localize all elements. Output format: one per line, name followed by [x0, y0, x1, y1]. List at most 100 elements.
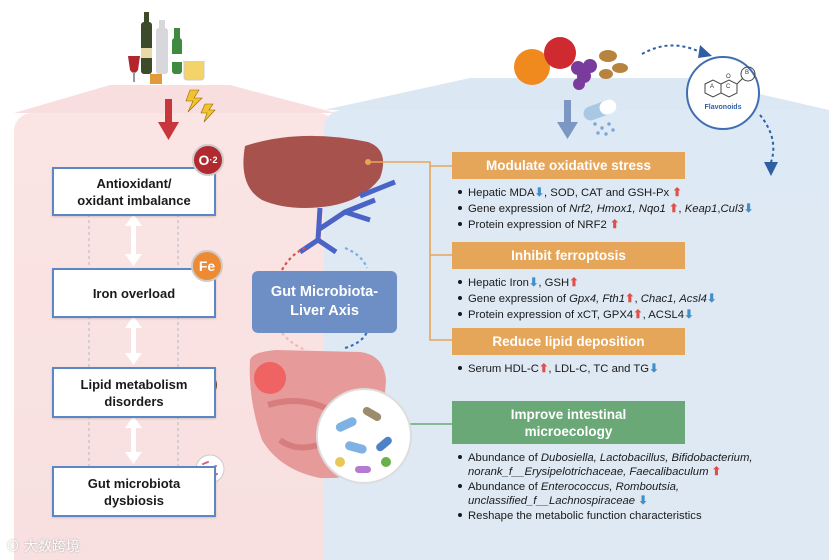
down-arrow-icon: ⬇: [684, 309, 694, 321]
bullet-text: , ACSL4: [642, 309, 685, 321]
up-arrow-icon: ⬆: [625, 293, 635, 305]
watermark-text: 大数跨境: [23, 538, 80, 554]
up-arrow-icon: ⬆: [672, 187, 682, 199]
gene-names: Cul3: [720, 203, 744, 215]
lightning-icon: [185, 89, 216, 123]
bullet-ferroptosis-1: Hepatic Iron⬇, GSH⬆: [458, 276, 579, 291]
box-line: Lipid metabolism: [80, 376, 188, 392]
gene-names: Keap1: [684, 203, 718, 215]
box-line: oxidant imbalance: [77, 192, 191, 208]
arrow-head: [764, 162, 778, 176]
badge-sub: 2: [212, 155, 218, 165]
up-arrow-icon: ⬆: [633, 309, 643, 321]
gene-names: Chac1, Acsl4: [640, 293, 707, 305]
up-arrow-icon: ⬆: [569, 277, 579, 289]
bullet-text: Abundance of: [468, 481, 541, 493]
bullet-text: Hepatic MDA: [468, 187, 535, 199]
bullet-text: Serum HDL-C: [468, 363, 539, 375]
superoxide-badge-icon: O·2: [192, 144, 224, 176]
double-arrows: [125, 214, 142, 464]
bullet-text: Gene expression of: [468, 203, 570, 215]
gut-liver-axis-box: Gut Microbiota- Liver Axis: [252, 271, 397, 333]
down-arrow-icon: ⬇: [649, 363, 659, 375]
bullet-text: Protein expression of xCT, GPX4: [468, 309, 634, 321]
box-line: Antioxidant/: [96, 175, 172, 191]
capsule-icon: [583, 99, 617, 136]
box-iron-overload: Iron overload: [52, 268, 216, 318]
bacteria-icons: [335, 407, 392, 473]
iron-badge-icon: Fe: [191, 250, 223, 282]
bullet-microecology-1-cont: norank_f__Erysipelotrichaceae, Faecaliba…: [468, 465, 721, 480]
liver-icon: [243, 135, 384, 208]
axis-line: Liver Axis: [290, 303, 359, 319]
taxa-names: Enterococcus, Romboutsia,: [540, 481, 680, 493]
bullet-oxidative-3: Protein expression of NRF2 ⬆: [458, 218, 619, 233]
taxa-names: Dubosiella, Lactobacillus, Bifidobacteri…: [540, 452, 753, 464]
bullet-oxidative-1: Hepatic MDA⬇, SOD, CAT and GSH-Px ⬆: [458, 186, 682, 201]
flavonoids-label: Flavonoids: [704, 104, 742, 111]
up-arrow-icon: ⬆: [711, 466, 722, 478]
bullet-text: ,: [634, 293, 641, 305]
bullet-ferroptosis-3: Protein expression of xCT, GPX4⬆, ACSL4⬇: [458, 308, 694, 323]
axis-cycle-arrows: [281, 246, 369, 351]
bullet-text: ,: [678, 203, 685, 215]
left-funnel: [14, 85, 336, 113]
header-oxidative-stress: Modulate oxidative stress: [452, 152, 685, 179]
header-line: Improve intestinal: [510, 406, 627, 422]
bullet-text: Gene expression of: [468, 293, 570, 305]
bullet-text: Abundance of: [468, 452, 541, 464]
down-arrow-icon: ⬇: [528, 277, 539, 289]
badge-super: ·: [209, 155, 213, 165]
bullet-text: Hepatic Iron: [468, 277, 529, 289]
header-intestinal-microecology: Improve intestinal microecology: [452, 401, 685, 444]
flavonoid-structure-icon: [686, 56, 760, 130]
arrow-head: [698, 45, 712, 58]
taxa-names: unclassified_f__Lachnospiraceae: [468, 495, 636, 507]
red-down-arrow: [158, 99, 179, 140]
left-dashed-guides: [88, 214, 179, 466]
gene-names: Nrf2, Hmox1, Nqo1: [569, 203, 666, 215]
up-arrow-icon: ⬆: [668, 203, 679, 215]
badge-text: Fe: [198, 258, 216, 274]
blue-down-arrow: [557, 100, 578, 139]
badge-text: O: [198, 152, 210, 168]
down-arrow-icon: ⬇: [638, 495, 648, 507]
bullet-text: Protein expression of NRF2: [468, 219, 607, 231]
header-line: microecology: [524, 423, 613, 439]
box-line: dysbiosis: [104, 492, 164, 508]
bullet-lipid-1: Serum HDL-C⬆, LDL-C, TC and TG⬇: [458, 362, 659, 377]
ring-label: O: [726, 74, 731, 80]
fruit-icon: [514, 37, 628, 90]
bullet-text: , SOD, CAT and GSH-Px: [544, 187, 670, 199]
watermark-icon: ⊙: [6, 538, 20, 554]
up-arrow-icon: ⬆: [538, 363, 549, 375]
down-arrow-icon: ⬇: [743, 203, 754, 215]
bullet-microecology-1: Abundance of Dubosiella, Lactobacillus, …: [458, 451, 753, 466]
axis-line: Gut Microbiota-: [270, 284, 379, 300]
taxa-names: norank_f__Erysipelotrichaceae, Faecaliba…: [468, 466, 709, 478]
header-lipid-deposition: Reduce lipid deposition: [452, 328, 685, 355]
gene-names: Gpx4, Fth1: [569, 293, 625, 305]
bullet-text: , GSH: [538, 277, 570, 289]
box-line: Iron overload: [92, 285, 176, 301]
orange-connectors: [370, 161, 452, 341]
box-line: disorders: [104, 393, 164, 409]
ring-label: C: [726, 84, 731, 90]
bullet-microecology-3: Reshape the metabolic function character…: [458, 509, 702, 524]
watermark: ⊙ 大数跨境: [6, 536, 80, 556]
bullet-text: , LDL-C, TC and TG: [548, 363, 650, 375]
up-arrow-icon: ⬆: [609, 219, 620, 231]
box-antioxidant-imbalance: Antioxidant/oxidant imbalance: [52, 167, 216, 216]
alcohol-icon: [128, 12, 205, 84]
bullet-text: ,: [717, 203, 721, 215]
bullet-text: Reshape the metabolic function character…: [468, 510, 702, 522]
bullet-microecology-2-cont: unclassified_f__Lachnospiraceae ⬇: [468, 494, 648, 509]
bullet-oxidative-2: Gene expression of Nrf2, Hmox1, Nqo1 ⬆, …: [458, 202, 753, 217]
portal-vein-icon: [298, 179, 396, 255]
down-arrow-icon: ⬇: [706, 293, 717, 305]
header-ferroptosis: Inhibit ferroptosis: [452, 242, 685, 269]
box-line: Gut microbiota: [87, 475, 181, 491]
bullet-microecology-2: Abundance of Enterococcus, Romboutsia,: [458, 480, 679, 495]
